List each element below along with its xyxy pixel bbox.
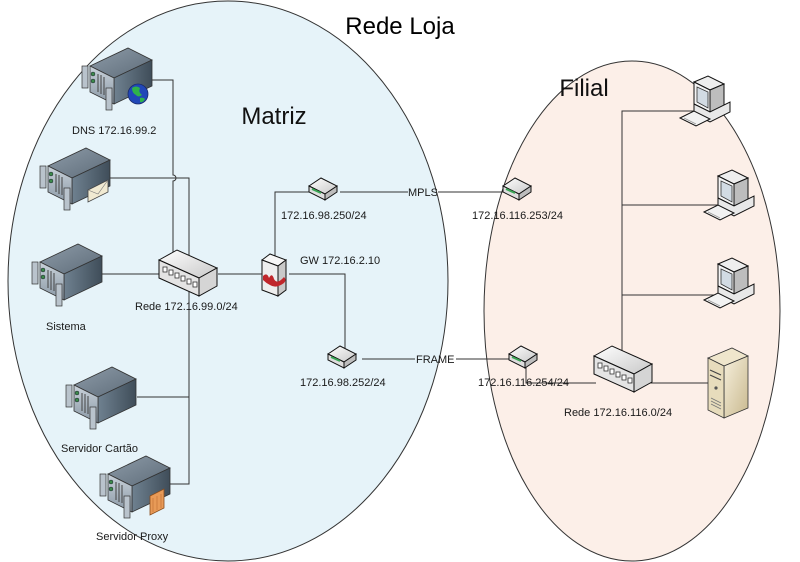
mpls-link-label[interactable]: MPLS <box>408 187 438 199</box>
mail-icon <box>87 179 109 203</box>
sistema-server-label: Sistema <box>46 321 87 333</box>
filial-mpls-router-label: 172.16.116.253/24 <box>472 210 563 222</box>
filial-tower-server[interactable] <box>707 347 749 419</box>
filial-frame-router-label: 172.16.116.254/24 <box>478 377 569 389</box>
gateway-label: GW 172.16.2.10 <box>300 255 380 267</box>
proxy-icon <box>149 488 165 516</box>
frame-link-label[interactable]: FRAME <box>416 354 455 366</box>
matriz-zone <box>7 0 449 562</box>
firewall[interactable] <box>260 253 288 297</box>
dns-server[interactable] <box>81 47 153 111</box>
filial-switch-label: Rede 172.16.116.0/24 <box>564 407 672 419</box>
proxy-server-label: Servidor Proxy <box>96 531 169 543</box>
cartao-server-label: Servidor Cartão <box>61 443 138 455</box>
matriz-frame-router-label: 172.16.98.252/24 <box>300 377 386 389</box>
diagram-title: Rede Loja <box>345 13 455 40</box>
dns-server-label: DNS 172.16.99.2 <box>72 125 156 137</box>
matriz-label: Matriz <box>241 103 306 130</box>
proxy-server[interactable] <box>99 455 171 519</box>
tower-server-icon <box>707 347 749 419</box>
filial-zone <box>483 60 781 562</box>
firewall-icon <box>260 253 288 297</box>
matriz-switch-label: Rede 172.16.99.0/24 <box>135 301 238 313</box>
filial-label: Filial <box>559 75 608 102</box>
globe-icon <box>127 83 149 105</box>
matriz-mpls-router-label: 172.16.98.250/24 <box>281 210 367 222</box>
mail-server[interactable] <box>39 147 111 211</box>
connections <box>100 79 735 485</box>
